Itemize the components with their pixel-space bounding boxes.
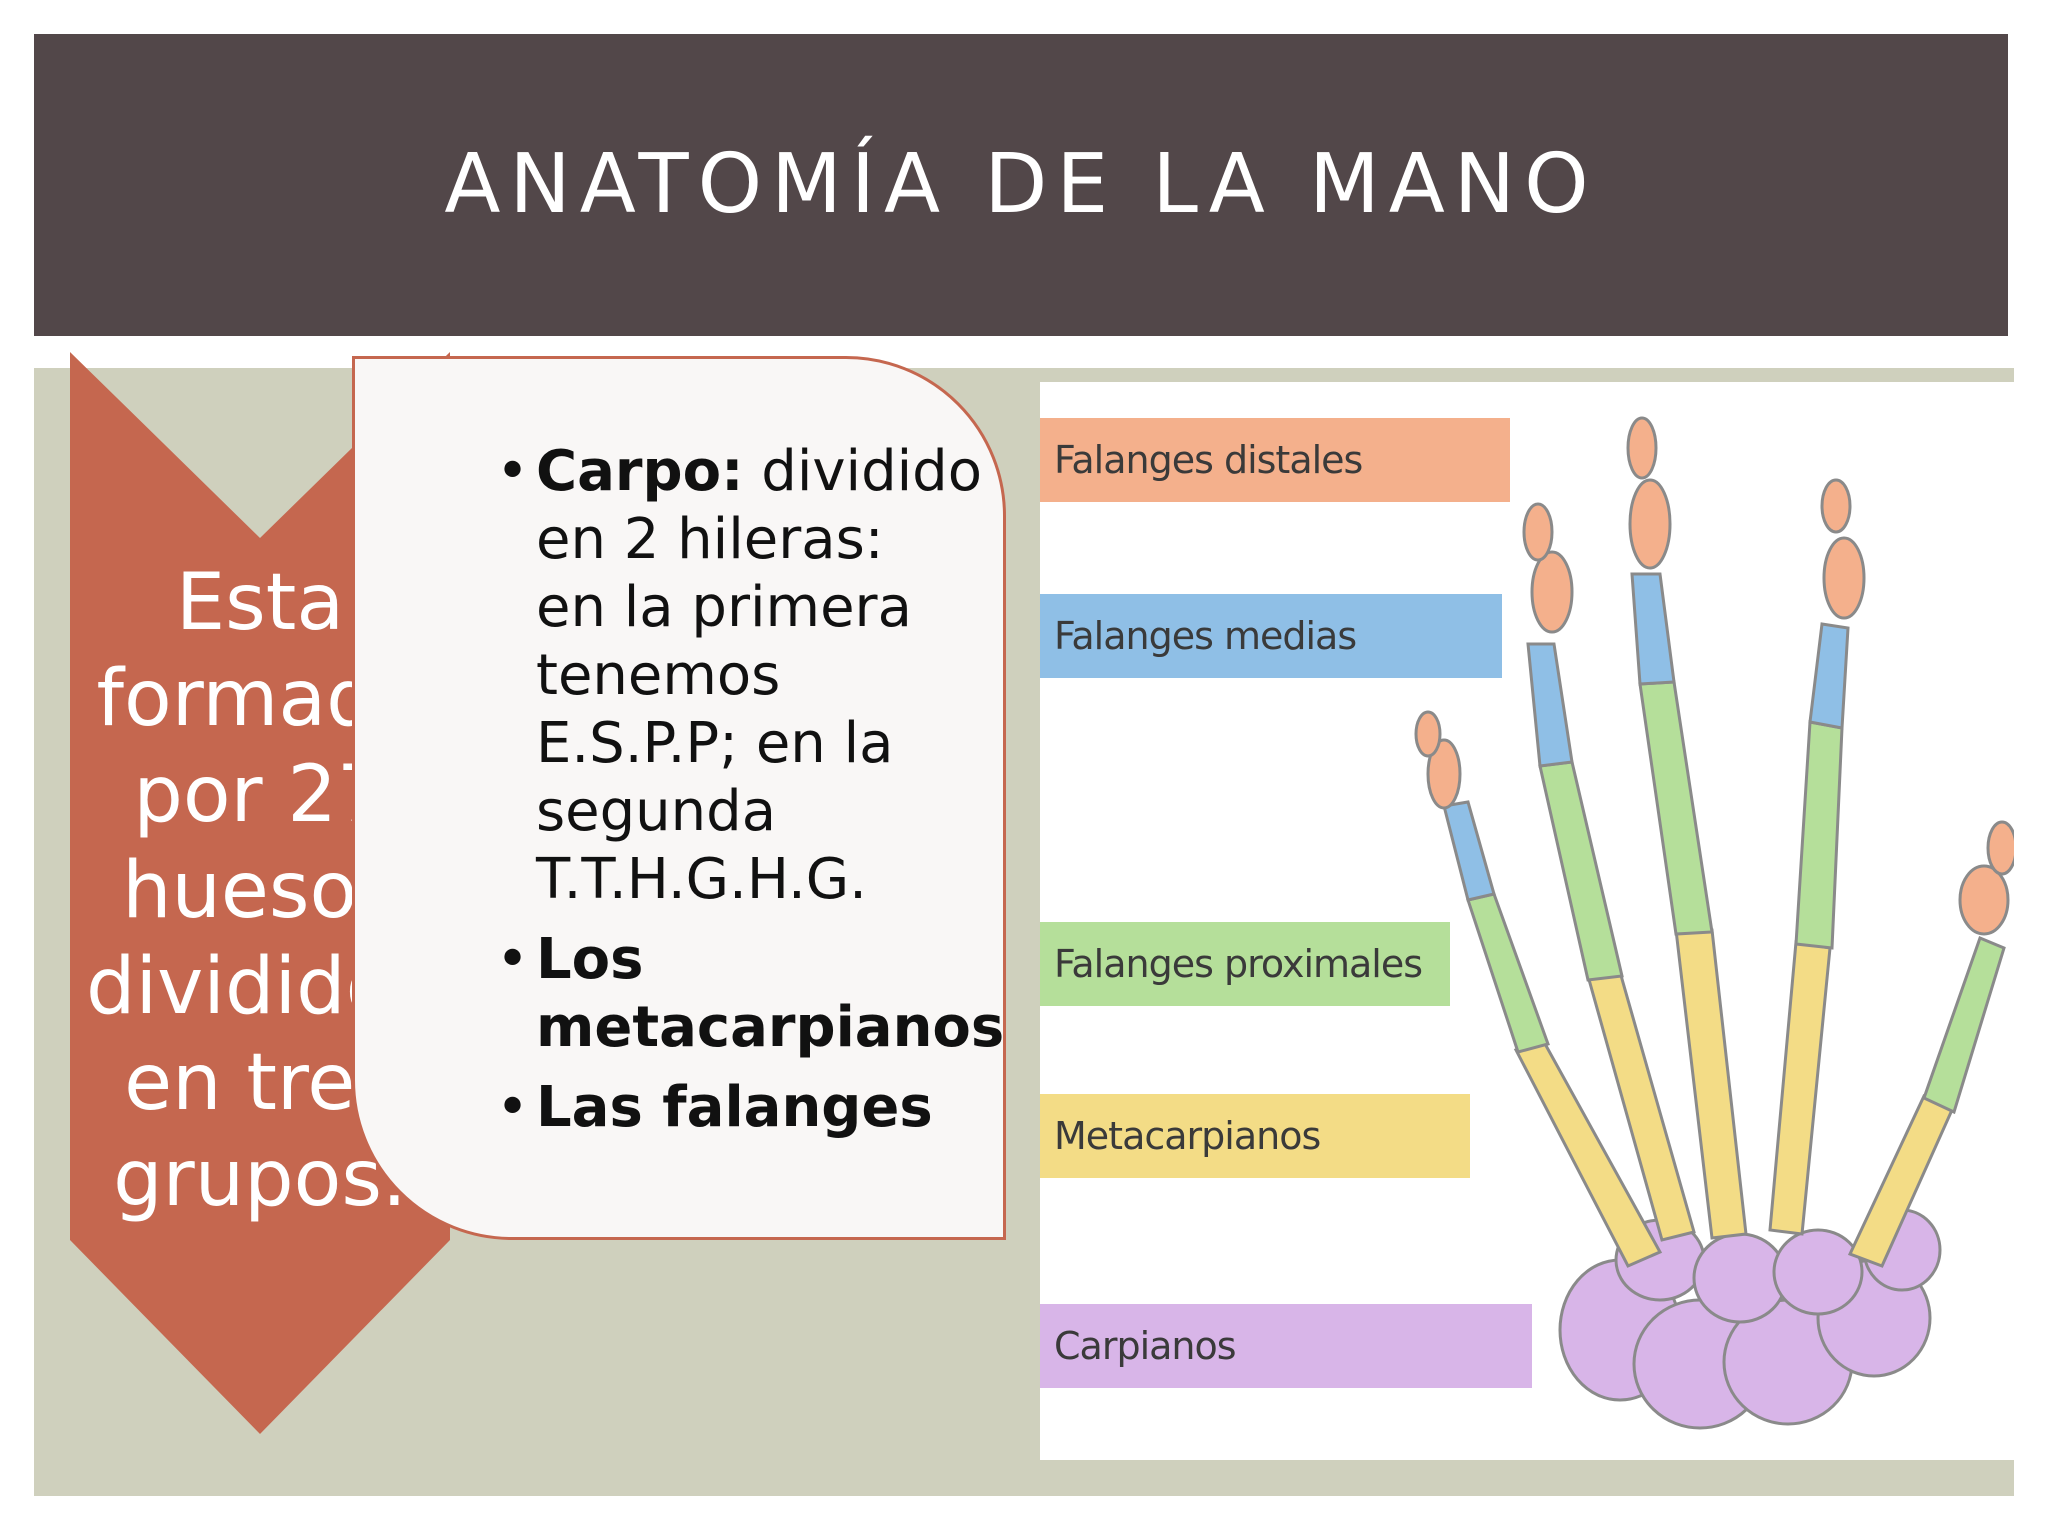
title-bar: ANATOMÍA DE LA MANO	[34, 34, 2008, 336]
label-falanges-distales: Falanges distales	[1040, 418, 1510, 502]
bullet-dot: •	[496, 927, 530, 992]
bullet-line: en la primera	[536, 575, 912, 640]
bullet-callout	[352, 356, 1006, 1240]
summary-line: grupos.	[113, 1134, 407, 1224]
bullet-line: metacarpianos	[536, 995, 1005, 1060]
proximal-phalanges	[1466, 680, 2006, 1115]
summary-line: huesos	[122, 846, 398, 936]
bullet-line: segunda	[536, 779, 777, 844]
label-falanges-medias: Falanges medias	[1040, 594, 1502, 678]
middle-phalanges	[1442, 572, 1850, 902]
bullet-term: Carpo:	[536, 439, 744, 504]
bullet-text: dividido	[743, 439, 982, 504]
bullet-line: tenemos	[536, 643, 781, 708]
label-metacarpianos: Metacarpianos	[1040, 1094, 1470, 1178]
label-carpianos: Carpianos	[1040, 1304, 1532, 1388]
hand-skeleton-illustration	[1414, 416, 2014, 1430]
label-falanges-proximales: Falanges proximales	[1040, 922, 1450, 1006]
bullet-item-metacarpianos: • Los metacarpianos	[496, 926, 1016, 1062]
summary-line: por 27	[133, 750, 387, 840]
hand-diagram-panel: Falanges distales Falanges medias Falang…	[1040, 382, 2014, 1460]
bullet-item-carpo: • Carpo: dividido en 2 hileras: en la pr…	[496, 438, 1016, 914]
summary-line: Esta	[175, 558, 345, 648]
bullet-line: en 2 hileras:	[536, 507, 884, 572]
bullet-line: E.S.P.P; en la	[536, 711, 894, 776]
bullet-line: Los	[536, 927, 644, 992]
summary-line: en tres	[124, 1038, 396, 1128]
bullet-dot: •	[496, 439, 530, 504]
bullet-line: T.T.H.G.H.G.	[536, 847, 867, 912]
bullet-list: • Carpo: dividido en 2 hileras: en la pr…	[496, 438, 1016, 1154]
metacarpal-bones	[1513, 928, 1954, 1268]
slide-title: ANATOMÍA DE LA MANO	[444, 137, 1598, 232]
distal-phalanges	[1414, 416, 2014, 936]
bullet-item-falanges: • Las falanges	[496, 1074, 1016, 1142]
bullet-line: Carpo: dividido	[536, 438, 1016, 506]
bullet-dot: •	[496, 1075, 530, 1140]
bullet-line: Las falanges	[536, 1075, 933, 1140]
